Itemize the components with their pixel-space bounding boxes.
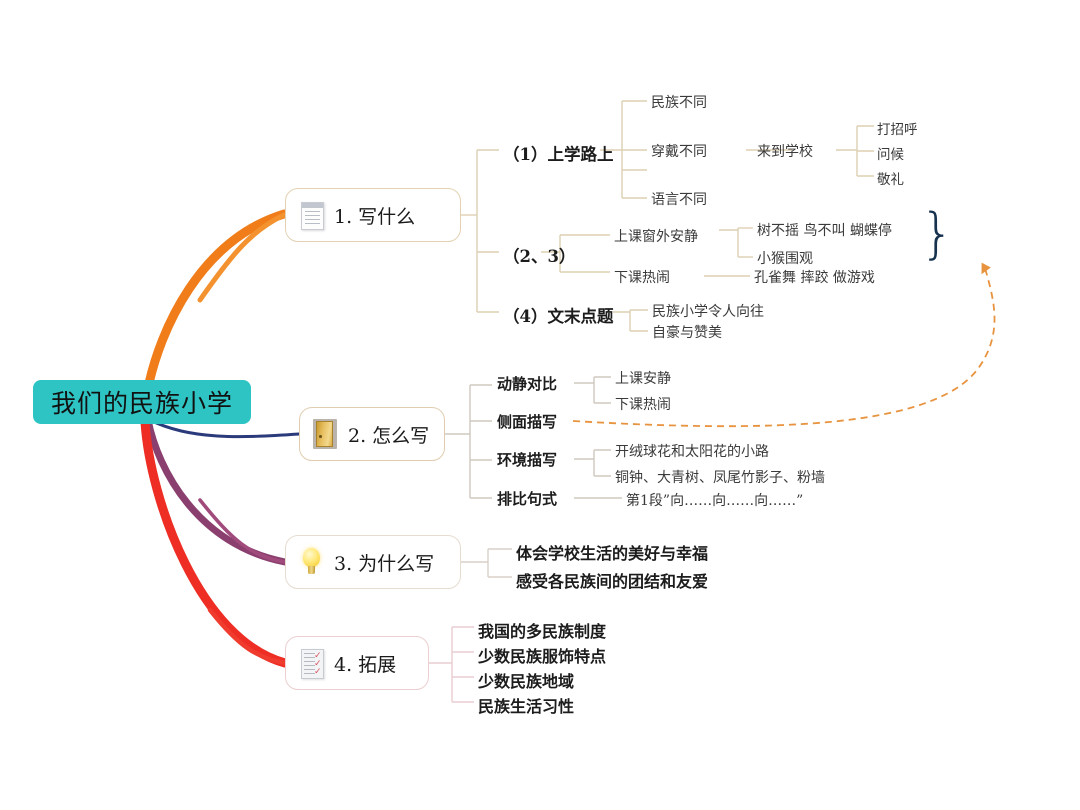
item-flower-path[interactable]: 开绒球花和太阳花的小路	[615, 444, 769, 460]
root-curve-branch-1	[148, 214, 284, 388]
item-peacock-dance-games[interactable]: 孔雀舞 摔跤 做游戏	[754, 270, 875, 286]
root-curve-branch-4-taper	[207, 607, 288, 666]
item-feel-ethnic-unity[interactable]: 感受各民族间的团结和友爱	[516, 572, 709, 591]
item-class-quiet-outside[interactable]: 上课窗外安静	[614, 229, 698, 245]
item-different-ethnicity[interactable]: 民族不同	[651, 95, 707, 111]
item-break-lively[interactable]: 下课热闹	[614, 270, 670, 286]
item-ethnic-living-habits[interactable]: 民族生活习性	[478, 697, 575, 716]
item-pride-and-praise[interactable]: 自豪与赞美	[652, 325, 722, 341]
item-nature-still[interactable]: 树不摇 鸟不叫 蝴蝶停	[757, 223, 892, 239]
item-break-noisy[interactable]: 下课热闹	[615, 397, 671, 413]
item-greeting-regards[interactable]: 问候	[877, 147, 904, 163]
document-icon	[296, 198, 326, 232]
branch-node-label: 3. 为什么写	[334, 552, 435, 575]
root-node[interactable]: 我们的民族小学	[33, 380, 251, 424]
checklist-icon: ✓ ✓ ✓	[296, 646, 326, 680]
topic-side-description[interactable]: 侧面描写	[497, 413, 558, 431]
branch-3-connectors	[461, 548, 512, 578]
curly-brace-annotation: }	[920, 202, 955, 265]
item-greeting-hello[interactable]: 打招呼	[877, 122, 918, 138]
item-school-admirable[interactable]: 民族小学令人向往	[652, 304, 764, 320]
topic-parallel-sentence[interactable]: 排比句式	[497, 490, 558, 508]
branch-4-connectors	[429, 626, 474, 703]
item-different-language[interactable]: 语言不同	[651, 192, 707, 208]
item-experience-school-life[interactable]: 体会学校生活的美好与幸福	[516, 544, 709, 563]
root-node-label: 我们的民族小学	[50, 389, 233, 418]
door-icon	[310, 417, 340, 451]
root-curve-branch-3-taper	[198, 498, 287, 564]
item-monkeys-watching[interactable]: 小猴围观	[757, 251, 813, 267]
branch-node-how-to-write[interactable]: 2. 怎么写	[299, 407, 445, 461]
item-different-clothing[interactable]: 穿戴不同	[651, 144, 707, 160]
topic-motion-stillness-contrast[interactable]: 动静对比	[497, 375, 558, 393]
branch-node-label: 1. 写什么	[334, 205, 416, 228]
branch-node-write-what[interactable]: 1. 写什么	[285, 188, 461, 242]
topic-paragraph-2-3[interactable]: （2、3）	[503, 247, 576, 266]
lightbulb-icon	[296, 545, 326, 579]
branch-node-extension[interactable]: ✓ ✓ ✓ 4. 拓展	[285, 636, 429, 690]
root-curve-branch-1-taper	[197, 212, 287, 303]
branch-node-why-write[interactable]: 3. 为什么写	[285, 535, 461, 589]
item-class-quiet[interactable]: 上课安静	[615, 371, 671, 387]
item-minority-regions[interactable]: 少数民族地域	[478, 672, 575, 691]
item-arrive-at-school[interactable]: 来到学校	[757, 144, 813, 160]
branch-2-connectors	[445, 376, 622, 499]
item-bell-tree-bamboo-wall[interactable]: 铜钟、大青树、凤尾竹影子、粉墙	[615, 470, 825, 486]
topic-ending-theme[interactable]: （4）文末点题	[503, 307, 614, 326]
root-curve-branch-3	[144, 416, 289, 566]
branch-node-label: 2. 怎么写	[348, 424, 430, 447]
item-multiethnic-system[interactable]: 我国的多民族制度	[478, 622, 607, 641]
topic-on-the-way-to-school[interactable]: （1）上学路上	[503, 145, 614, 164]
item-greeting-salute[interactable]: 敬礼	[877, 172, 904, 188]
item-paragraph-1-quote[interactable]: 第1段”向……向……向……”	[626, 493, 804, 509]
branch-1-connectors	[461, 100, 874, 332]
item-minority-clothing[interactable]: 少数民族服饰特点	[478, 647, 607, 666]
root-branch-curves	[140, 212, 301, 668]
branch-node-label: 4. 拓展	[334, 653, 397, 676]
root-curve-branch-4	[140, 417, 290, 668]
topic-environment-description[interactable]: 环境描写	[497, 451, 558, 469]
